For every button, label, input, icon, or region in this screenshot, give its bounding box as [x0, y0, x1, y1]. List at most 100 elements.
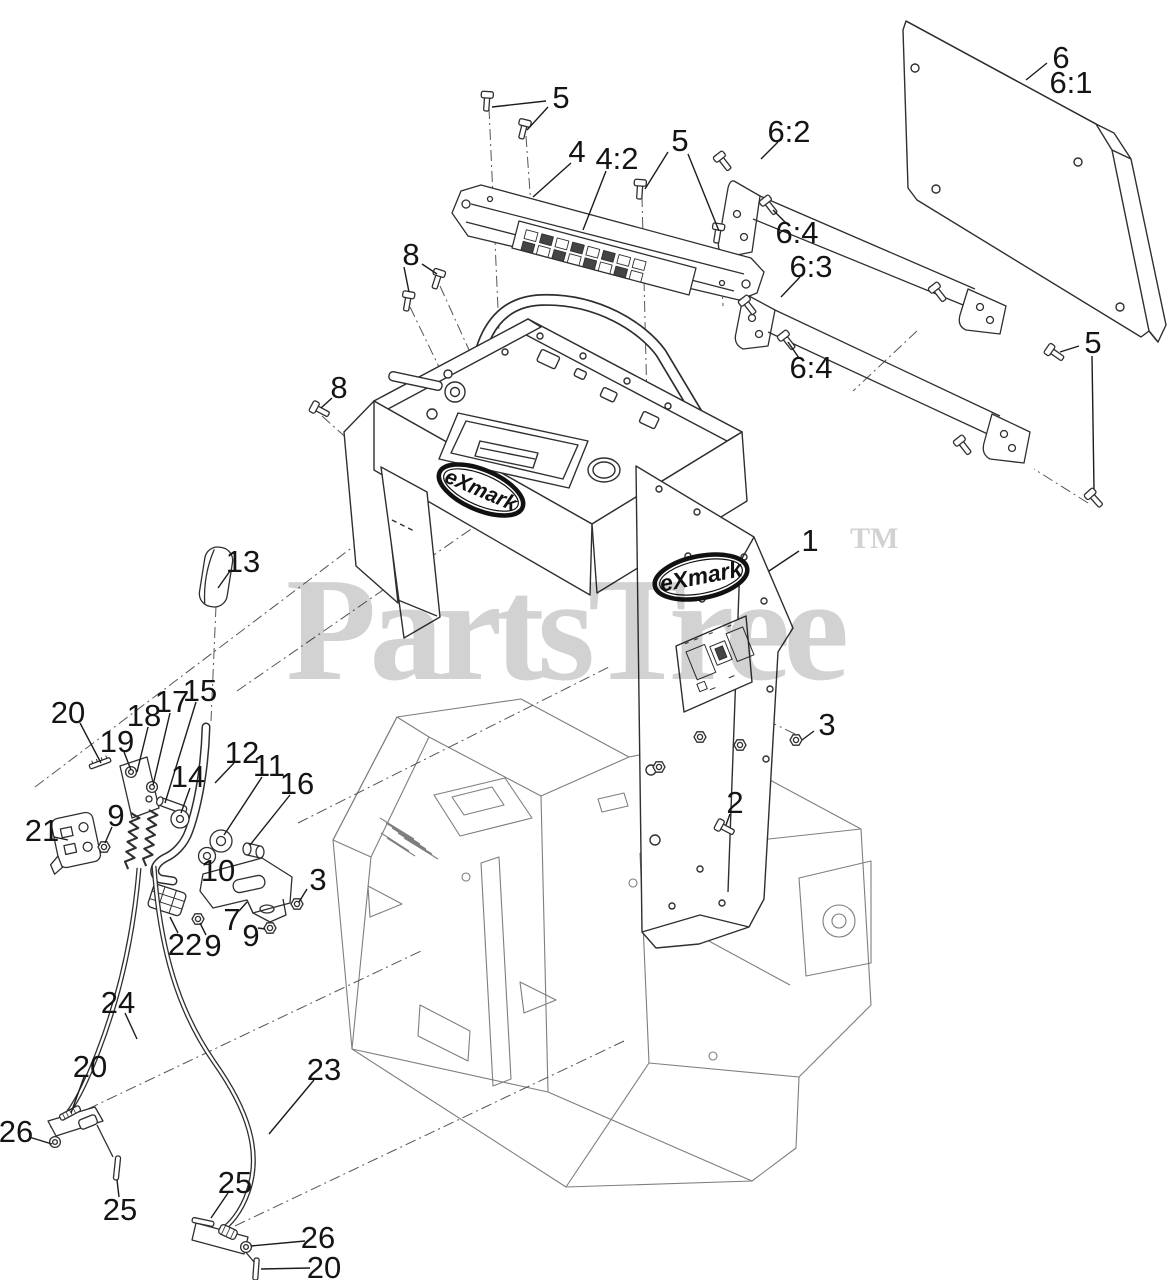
leader-line	[1025, 62, 1048, 81]
bolt-5	[632, 178, 648, 201]
part-6-cover-panel	[902, 20, 1167, 343]
nut-9	[263, 922, 277, 934]
callout-4: 4	[568, 134, 585, 169]
nut-3	[290, 898, 304, 910]
cable-end-fitting-bottom	[191, 1216, 260, 1280]
leader-line	[238, 901, 248, 912]
callout-7: 7	[223, 902, 240, 937]
leader-line	[260, 1267, 311, 1270]
part-13-knob	[198, 546, 234, 608]
callout-5: 5	[552, 80, 569, 115]
callout-6:4: 6:4	[775, 215, 818, 250]
screw-8	[307, 399, 333, 421]
callout-20: 20	[51, 695, 85, 730]
screw-8	[399, 289, 416, 313]
washer-17	[145, 780, 159, 794]
leader-line	[116, 1179, 120, 1198]
leader-line	[532, 162, 572, 198]
spring	[123, 811, 141, 871]
callout-26: 26	[301, 1220, 335, 1255]
leader-line	[210, 1192, 229, 1219]
callout-25: 25	[218, 1165, 252, 1200]
leader-line	[199, 922, 207, 936]
callout-5: 5	[671, 123, 688, 158]
leader-line	[28, 1136, 53, 1145]
bolt-6-4	[712, 149, 735, 174]
callout-1: 1	[801, 523, 818, 558]
callout-13: 13	[226, 544, 260, 579]
nut-9	[191, 913, 205, 925]
callout-19: 19	[100, 724, 134, 759]
callout-25: 25	[103, 1192, 137, 1227]
leader-line	[250, 1240, 306, 1247]
bolt-5	[479, 90, 495, 113]
leader-line	[136, 726, 149, 773]
leader-line	[725, 813, 731, 826]
callout-6: 6	[1052, 40, 1069, 75]
callout-14: 14	[171, 759, 205, 794]
bolt-6-4	[952, 433, 975, 458]
leader-line	[403, 266, 410, 293]
leader-line	[1091, 355, 1095, 490]
vent-hatching	[379, 817, 439, 860]
part-1-side-panel	[635, 465, 794, 949]
leader-line	[214, 762, 235, 784]
callout-18: 18	[127, 698, 161, 733]
callout-3: 3	[309, 862, 326, 897]
callout-6:4: 6:4	[789, 350, 832, 385]
part-7-bracket	[199, 857, 293, 923]
callout-21: 21	[25, 813, 59, 848]
callout-6:2: 6:2	[767, 114, 810, 149]
leader-line	[104, 826, 113, 844]
leader-line	[164, 701, 197, 804]
display-recess	[438, 412, 589, 489]
leader-line	[760, 141, 779, 160]
callout-20: 20	[307, 1250, 341, 1280]
callout-6:3: 6:3	[789, 249, 832, 284]
nut-9	[97, 841, 111, 853]
leader-line	[79, 722, 102, 764]
leader-line	[1059, 345, 1080, 353]
part-20-clip-bottom	[252, 1257, 260, 1280]
leader-line	[53, 836, 69, 841]
part-6-3-bracket	[734, 295, 1031, 464]
washer-26	[48, 1135, 62, 1149]
leader-line	[180, 787, 191, 814]
assembly-centerlines	[34, 107, 1089, 1236]
leader-line	[801, 730, 815, 741]
leader-line	[780, 276, 801, 298]
tow-hitch-plate	[798, 860, 872, 977]
key-switch	[444, 381, 466, 403]
leader-line	[152, 712, 171, 786]
callout-12: 12	[225, 735, 259, 770]
bolt-5	[514, 117, 533, 141]
callout-9: 9	[204, 928, 221, 963]
leader-line	[421, 263, 438, 275]
leader-line	[124, 1012, 138, 1040]
lever-linkage-cluster	[47, 546, 293, 1280]
nut	[733, 739, 747, 751]
bolt-5	[1042, 342, 1067, 365]
leader-line	[70, 1076, 85, 1114]
callout-10: 10	[201, 853, 235, 888]
leader-line	[526, 106, 549, 131]
nut	[693, 731, 707, 743]
leader-line	[223, 776, 263, 836]
callout-24: 24	[101, 985, 135, 1020]
nut	[652, 761, 666, 773]
key-slot	[388, 371, 443, 391]
callout-20: 20	[73, 1049, 107, 1084]
callout-22: 22	[168, 927, 202, 962]
screw-8	[427, 267, 447, 291]
leader-line	[217, 570, 231, 589]
leader-line	[582, 170, 607, 231]
callout-23: 23	[307, 1052, 341, 1087]
callout-16: 16	[280, 766, 314, 801]
callout-5: 5	[1084, 325, 1101, 360]
callout-9: 9	[242, 918, 259, 953]
leader-line	[298, 888, 308, 903]
leader-line	[169, 916, 179, 934]
